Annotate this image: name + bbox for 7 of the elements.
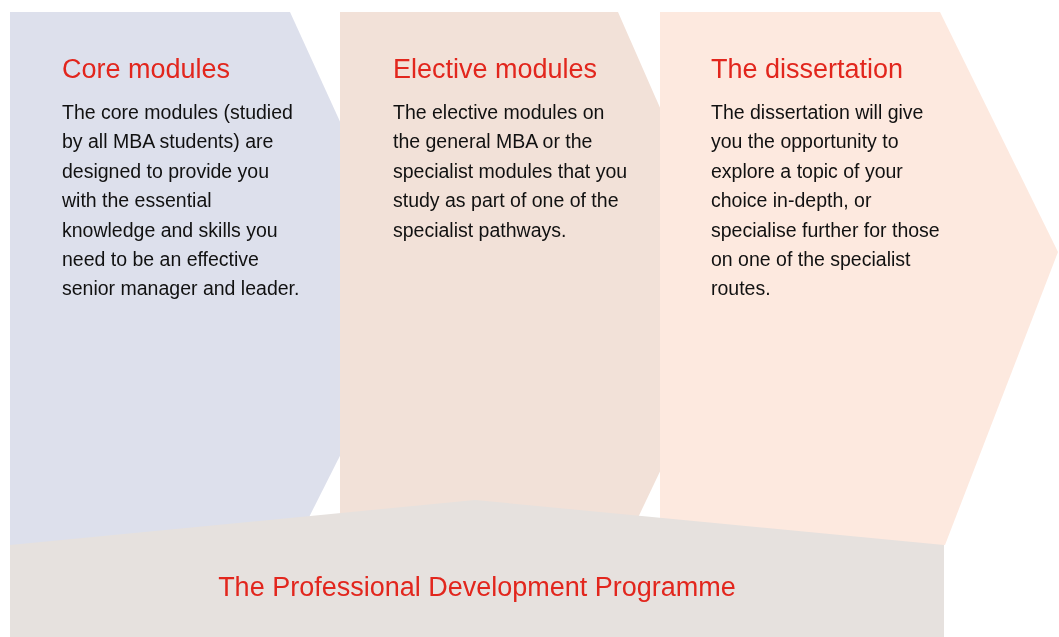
description: The elective modules on the general MBA or the specialist modules that you study as part of one of the specialist pathways. <box>393 100 629 243</box>
heading: Core modules <box>62 54 231 85</box>
heading: Elective modules <box>393 54 598 85</box>
description: The core modules (studied by all MBA students) are designed to provide you with the essential knowledge and skills you need to be an effective senior manager and leader. <box>62 100 301 302</box>
description: The dissertation will give you the opportunity to explore a topic of your choice in-depth, or specialise further for those on one of the specialist routes. <box>711 100 941 302</box>
heading: The Professional Development Programme <box>217 572 737 603</box>
heading: The dissertation <box>711 54 904 85</box>
